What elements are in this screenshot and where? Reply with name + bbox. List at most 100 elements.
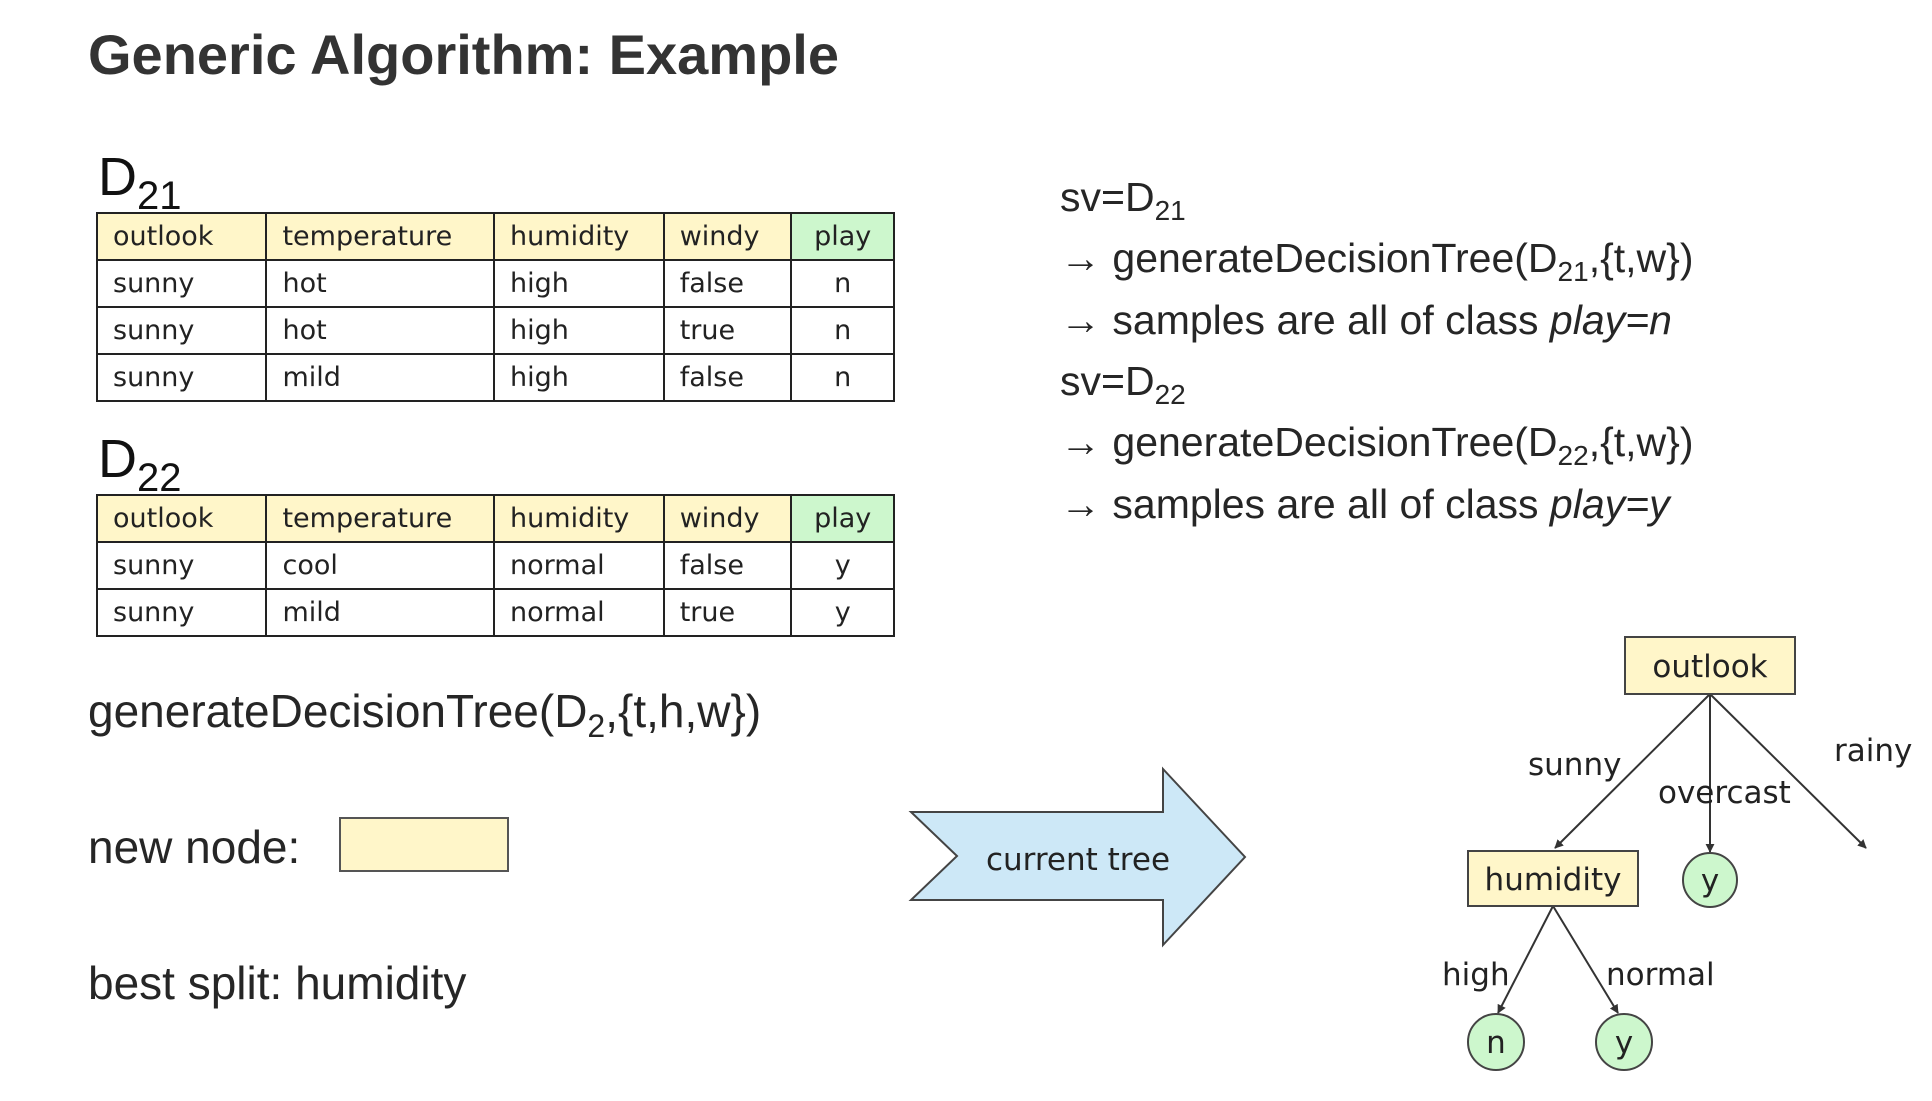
step-generate-d22-post: ,{t,w}) <box>1588 419 1694 465</box>
call-text: generateDecisionTree(D2,{t,h,w}) <box>88 688 761 742</box>
leaf-overcast <box>1682 852 1738 908</box>
d21-label: D21 <box>98 150 182 216</box>
step-generate-d22-sub: 22 <box>1557 440 1589 471</box>
page-title: Generic Algorithm: Example <box>88 23 839 86</box>
edge-label-rainy: rainy <box>1834 733 1912 769</box>
table-header-cell: windy <box>662 494 793 543</box>
leaf-high <box>1467 1013 1525 1071</box>
table-header-row: outlook temperature humidity windy play <box>95 212 895 261</box>
table-cell: normal <box>493 588 665 637</box>
table-cell: high <box>493 353 665 402</box>
step-generate-d21-post: ,{t,w}) <box>1588 235 1694 281</box>
table-cell: normal <box>493 541 665 590</box>
table-header-cell: temperature <box>265 212 496 261</box>
table-cell: true <box>662 588 793 637</box>
table-header-cell: outlook <box>95 494 268 543</box>
table-cell: sunny <box>95 306 268 355</box>
new-node-box <box>339 817 509 872</box>
step-generate-d22: → generateDecisionTree(D22,{t,w}) <box>1060 422 1694 470</box>
table-cell: sunny <box>95 259 268 308</box>
step-result-d22-class: play=y <box>1549 481 1670 527</box>
d22-label-sub: 22 <box>137 456 182 500</box>
step-result-d21-pre: → samples are all of class <box>1060 297 1550 343</box>
step-sv-d22: sv=D22 <box>1060 361 1186 409</box>
table-row: sunny mild normal true y <box>95 588 895 637</box>
current-tree-arrow <box>908 766 1247 948</box>
table-cell: hot <box>265 306 496 355</box>
table-row: sunny hot high false n <box>95 259 895 308</box>
table-header-cell-play: play <box>790 212 895 261</box>
table-cell-play: n <box>790 259 895 308</box>
table-cell-play: n <box>790 353 895 402</box>
table-cell: false <box>662 353 793 402</box>
table-cell: sunny <box>95 353 268 402</box>
edge-label-sunny: sunny <box>1528 747 1621 783</box>
step-result-d22: → samples are all of class play=y <box>1060 484 1670 525</box>
table-header-cell: outlook <box>95 212 268 261</box>
table-cell: false <box>662 541 793 590</box>
table-header-row: outlook temperature humidity windy play <box>95 494 895 543</box>
table-row: sunny mild high false n <box>95 353 895 402</box>
step-sv-d22-sub: 22 <box>1154 379 1186 410</box>
step-result-d22-pre: → samples are all of class <box>1060 481 1550 527</box>
tree-node-outlook <box>1624 636 1796 695</box>
table-header-cell: humidity <box>493 494 665 543</box>
d21-label-sub: 21 <box>137 174 182 218</box>
step-generate-d21: → generateDecisionTree(D21,{t,w}) <box>1060 238 1694 286</box>
edge-label-overcast: overcast <box>1658 775 1791 811</box>
table-cell: mild <box>265 588 496 637</box>
d21-label-main: D <box>98 147 137 207</box>
leaf-overcast-label: y <box>1701 863 1719 899</box>
edge-rainy-line <box>1709 693 1867 849</box>
step-sv-d21-sub: 21 <box>1154 195 1186 226</box>
table-header-cell: temperature <box>265 494 496 543</box>
table-cell: cool <box>265 541 496 590</box>
step-sv-d21-pre: sv=D <box>1060 174 1155 220</box>
table-header-cell: humidity <box>493 212 665 261</box>
edge-label-high: high <box>1442 957 1510 993</box>
step-generate-d21-pre: → generateDecisionTree(D <box>1060 235 1558 281</box>
leaf-high-label: n <box>1486 1025 1506 1061</box>
leaf-normal <box>1595 1013 1653 1071</box>
best-split-text: best split: humidity <box>88 957 467 1009</box>
table-cell-play: n <box>790 306 895 355</box>
step-result-d21-class: play=n <box>1549 297 1672 343</box>
d22-label: D22 <box>98 432 182 498</box>
table-header-cell: windy <box>662 212 793 261</box>
table-cell: sunny <box>95 588 268 637</box>
new-node-label: new node: <box>88 821 301 873</box>
step-sv-d21: sv=D21 <box>1060 177 1186 225</box>
table-cell: false <box>662 259 793 308</box>
table-cell: hot <box>265 259 496 308</box>
table-cell: high <box>493 306 665 355</box>
table-cell-play: y <box>790 588 895 637</box>
step-generate-d22-pre: → generateDecisionTree(D <box>1060 419 1558 465</box>
tree-node-outlook-label: outlook <box>1652 649 1767 685</box>
edge-sunny-line <box>1554 693 1711 849</box>
d22-table: outlook temperature humidity windy play … <box>95 494 895 637</box>
edge-label-normal: normal <box>1606 957 1715 993</box>
d22-label-main: D <box>98 429 137 489</box>
edge-normal-line <box>1552 905 1619 1014</box>
step-generate-d21-sub: 21 <box>1557 256 1589 287</box>
step-sv-d22-pre: sv=D <box>1060 358 1155 404</box>
call-text-sub: 2 <box>587 708 606 744</box>
table-cell-play: y <box>790 541 895 590</box>
table-header-cell-play: play <box>790 494 895 543</box>
table-cell: true <box>662 306 793 355</box>
table-cell: high <box>493 259 665 308</box>
call-text-pre: generateDecisionTree(D <box>88 685 588 737</box>
edge-high-line <box>1497 905 1554 1014</box>
table-cell: sunny <box>95 541 268 590</box>
table-cell: mild <box>265 353 496 402</box>
step-result-d21: → samples are all of class play=n <box>1060 300 1672 341</box>
table-row: sunny hot high true n <box>95 306 895 355</box>
call-text-post: ,{t,h,w}) <box>605 685 762 737</box>
leaf-normal-label: y <box>1615 1025 1633 1061</box>
tree-node-humidity-label: humidity <box>1485 862 1622 898</box>
d21-table: outlook temperature humidity windy play … <box>95 212 895 402</box>
tree-node-humidity <box>1467 850 1639 907</box>
arrow-label: current tree <box>986 842 1170 878</box>
table-row: sunny cool normal false y <box>95 541 895 590</box>
